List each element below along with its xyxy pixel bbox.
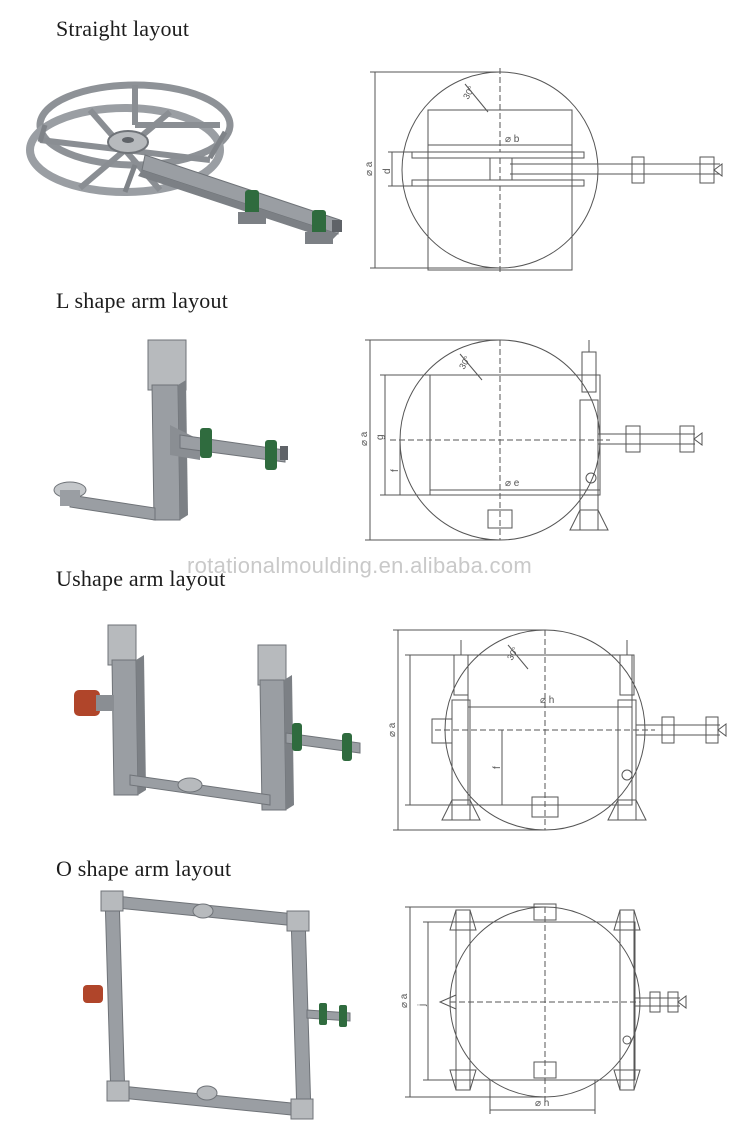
l-shape-layout-drawing: ⌀ a g f ⌀ e 30° [359, 339, 703, 541]
u-shape-layout-drawing: ⌀ a f ⌀ h 30° [387, 629, 727, 831]
dimension-label-d: d [382, 168, 393, 174]
section-title-u-shape: Ushape arm layout [56, 566, 226, 591]
section-title-l-shape: L shape arm layout [56, 288, 229, 313]
dimension-label-j: j [417, 1004, 428, 1007]
section-title-o-shape: O shape arm layout [56, 856, 232, 881]
angle-label: 30° [505, 645, 521, 662]
dimension-label-a: ⌀ a [387, 722, 398, 737]
dimension-label-f: f [390, 469, 401, 472]
dimension-label-h: ⌀ h [540, 695, 554, 706]
l-shape-layout-3d-render [53, 339, 288, 521]
dimension-label-a: ⌀ a [399, 993, 410, 1008]
o-shape-layout-3d-render [83, 890, 351, 1120]
angle-label: 30° [457, 354, 473, 371]
u-shape-layout-3d-render [74, 624, 361, 811]
dimension-label-a: ⌀ a [359, 431, 370, 446]
dimension-label-h: ⌀ h [535, 1098, 549, 1109]
section-title-straight: Straight layout [56, 16, 190, 41]
dimension-label-f: f [492, 766, 503, 769]
angle-label: 30° [461, 84, 477, 101]
dimension-label-g: g [375, 434, 386, 440]
straight-layout-drawing: ⌀ a d ⌀ b 30° [364, 68, 723, 272]
o-shape-layout-drawing: ⌀ a j ⌀ h [399, 903, 687, 1114]
watermark: rotationalmoulding.en.alibaba.com [187, 553, 533, 578]
straight-layout-3d-render [26, 81, 342, 244]
dimension-label-e: ⌀ e [505, 478, 520, 489]
dimension-label-b: ⌀ b [505, 134, 520, 145]
dimension-label-a: ⌀ a [364, 161, 375, 176]
